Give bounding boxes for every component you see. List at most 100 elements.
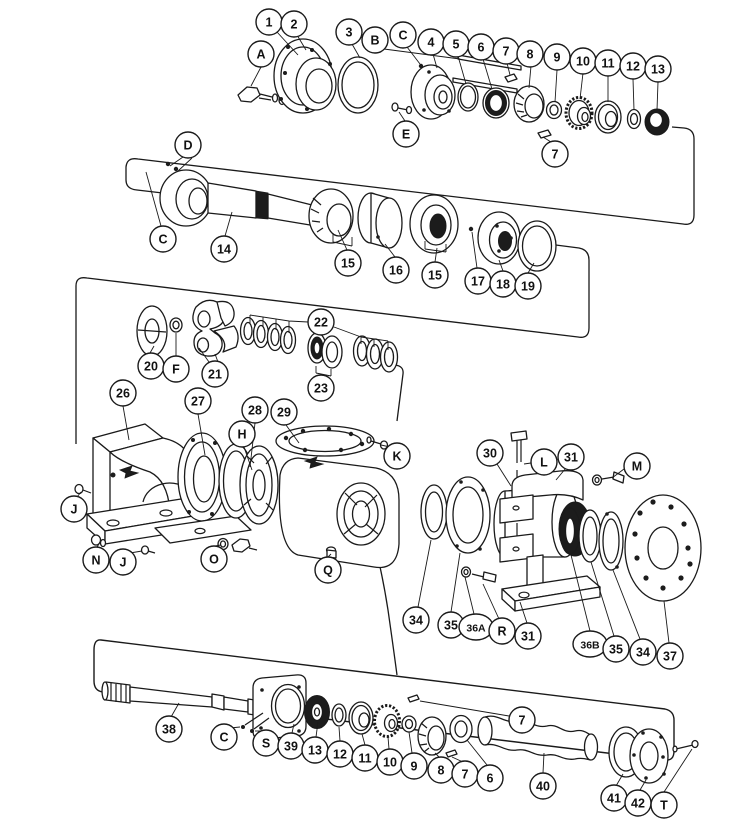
part-bracket-31-shape <box>499 494 534 524</box>
balloon-number: 31 <box>564 450 578 464</box>
part-flange-37-dot <box>678 575 684 581</box>
part-ring-6c-ellipse <box>454 720 468 738</box>
part-cone-8 <box>513 85 545 123</box>
balloon-number: 15 <box>341 256 355 270</box>
balloon-outline <box>488 617 516 645</box>
part-flange-35a-dot <box>478 547 482 551</box>
part-ring-34b-dot <box>605 512 609 516</box>
leader-line-64 <box>408 731 413 754</box>
balloon-outline <box>155 715 183 743</box>
part-bolt-l-shape <box>510 430 528 442</box>
leader-line-43 <box>496 463 512 487</box>
balloon-39-59: 39 <box>277 732 305 760</box>
part-muff-40-ellipse <box>583 733 599 761</box>
part-flange-1-2-dot <box>305 107 309 111</box>
balloon-13-15: 13 <box>644 55 672 83</box>
balloon-outline <box>400 752 428 780</box>
balloon-17-24: 17 <box>464 267 492 295</box>
part-clip-7a-shape <box>504 73 518 83</box>
leader-line-5 <box>406 46 421 65</box>
leader-line-52 <box>570 554 591 632</box>
balloon-number: 35 <box>444 618 458 632</box>
part-washer-12 <box>626 108 642 130</box>
part-screws-cd-dot <box>165 161 171 167</box>
part-screw-t-line <box>675 744 694 750</box>
part-seal-13c-ellipse <box>313 707 321 717</box>
balloon-number: 35 <box>609 642 623 656</box>
balloon-28-34: 28 <box>241 396 269 424</box>
part-bolt-e-ellipse <box>405 105 413 115</box>
part-housing-29-line <box>343 523 357 535</box>
balloon-21-29: 21 <box>201 360 229 388</box>
balloon-29-35: 29 <box>270 398 298 426</box>
part-cone-8c-line <box>418 733 427 737</box>
part-pin-17 <box>468 226 474 232</box>
part-cone-8c-line <box>423 747 430 753</box>
balloon-22-30: 22 <box>307 308 335 336</box>
part-cup-41-42-dot <box>632 753 636 757</box>
part-bracket-31-hole <box>512 505 520 511</box>
part-flange-27-dot <box>187 510 191 514</box>
balloon-26-32: 26 <box>109 379 137 407</box>
part-shaft-38-shape <box>211 693 225 711</box>
part-housing-29-dot <box>326 426 332 432</box>
part-oring-3-ellipse <box>341 61 375 109</box>
balloon-number: 5 <box>453 37 460 51</box>
leader-line-32 <box>122 405 130 441</box>
part-flange-37-dot <box>632 531 638 537</box>
balloon-9-11: 9 <box>543 43 571 71</box>
leader-line-63 <box>387 736 390 750</box>
balloon-number: S <box>262 736 270 750</box>
part-housing-39-dot <box>260 688 264 692</box>
part-nut-9c-ellipse <box>404 718 414 730</box>
balloon-outline <box>623 452 651 480</box>
balloon-number: 15 <box>428 268 442 282</box>
balloon-number: 28 <box>248 403 262 417</box>
part-flange-37-dot <box>687 561 693 567</box>
part-flange-27-dot <box>210 512 214 516</box>
part-washer-36a-ellipse <box>463 568 469 576</box>
part-bracket-26-dot <box>110 472 116 478</box>
part-bolt-e <box>391 102 413 115</box>
part-flange-1-2-dot <box>328 62 332 66</box>
leader-line-11 <box>554 69 558 103</box>
leader-line-71 <box>639 779 647 791</box>
part-nut-9c <box>401 715 417 733</box>
balloon-15-21: 15 <box>334 249 362 277</box>
part-housing-39-dot <box>259 726 263 730</box>
part-cone-15a <box>308 188 354 244</box>
balloon-5-7: 5 <box>442 30 470 58</box>
part-cone-8c-line <box>419 743 428 746</box>
part-gear-10c <box>373 704 401 738</box>
part-seal-13c <box>304 695 330 729</box>
part-pin-17-dot <box>468 226 474 232</box>
part-bracket-31-hole <box>512 546 520 552</box>
part-retainer-18-dark-ellipse <box>498 231 512 251</box>
part-cup-41-42-dot <box>662 772 666 776</box>
leader-line-70 <box>615 773 624 787</box>
balloon-s-58: S <box>252 729 280 757</box>
part-housing-29-dot <box>338 447 344 453</box>
balloon-o-41: O <box>200 545 228 573</box>
part-spacer-16-dot <box>376 235 380 239</box>
balloon-m-46: M <box>623 452 651 480</box>
balloon-number: 7 <box>519 713 526 727</box>
part-ring-6-ellipse <box>488 93 504 113</box>
part-seals-23-ellipse <box>313 341 321 355</box>
part-ring-19-ellipse <box>521 225 553 267</box>
leader-line-50 <box>482 583 500 620</box>
balloon-12-14: 12 <box>619 52 647 80</box>
part-shaft-38-shape <box>223 696 249 713</box>
part-cone-15a-line <box>310 208 320 214</box>
parts-group <box>74 38 702 784</box>
part-flange-37-dot <box>685 545 691 551</box>
balloon-b-4: B <box>361 26 389 54</box>
part-shaft-14-ellipse <box>188 187 208 215</box>
part-nut-9-ellipse <box>549 104 559 116</box>
balloon-10-12: 10 <box>569 47 597 75</box>
part-housing-29-filled-shape <box>303 456 325 469</box>
balloon-number: 13 <box>308 743 322 757</box>
part-muff-40 <box>477 715 599 761</box>
part-bolt-n-ellipse <box>99 538 107 548</box>
part-housing-29 <box>275 425 400 569</box>
